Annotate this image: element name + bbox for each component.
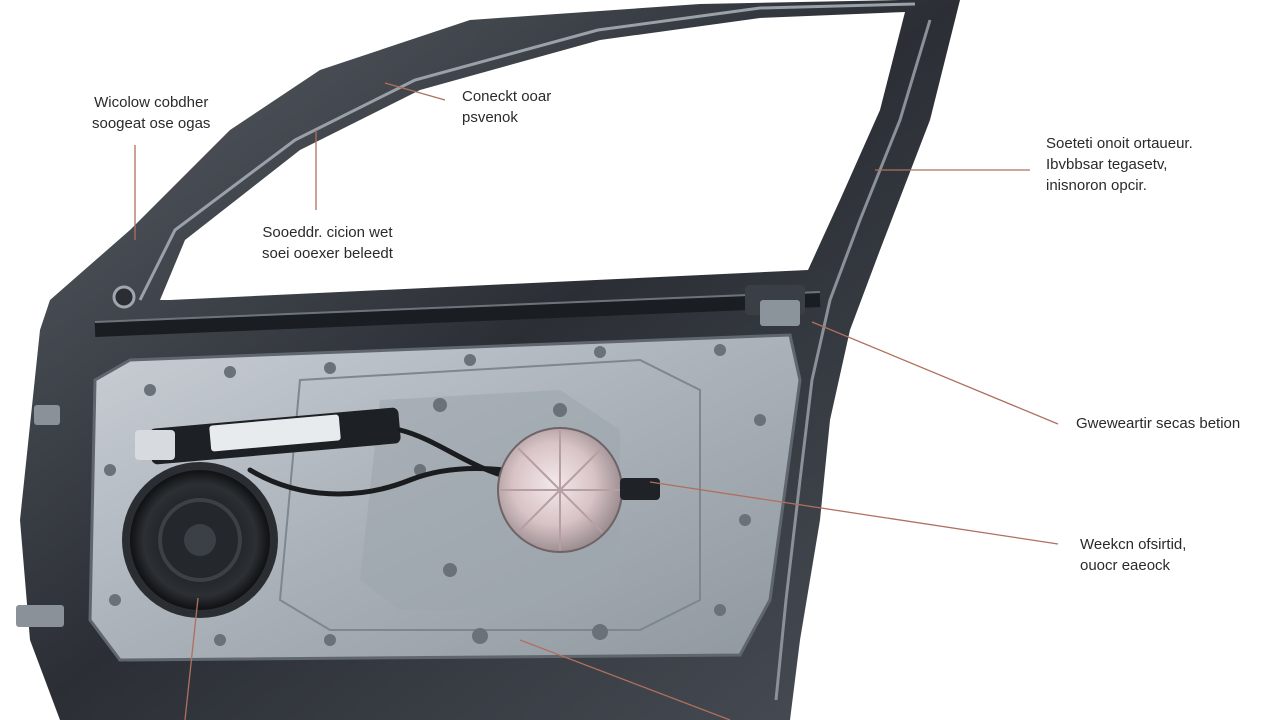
speaker bbox=[122, 462, 278, 618]
window-opening bbox=[160, 12, 905, 300]
callout-glass-channel: Coneckt ooar psvenok bbox=[462, 86, 551, 128]
callout-line: soei ooexer beleedt bbox=[262, 245, 393, 262]
callout-window-corner: Wicolow cobdher soogeat ose ogas bbox=[92, 92, 210, 134]
callout-line: Soeteti onoit ortaueur. bbox=[1046, 135, 1193, 152]
callout-line: ouocr eaeock bbox=[1080, 557, 1171, 574]
callout-door-latch: Gweweartir secas betion bbox=[1076, 413, 1240, 434]
callout-regulator: Weekcn ofsirtid, ouocr eaeock bbox=[1080, 534, 1186, 576]
window-motor bbox=[497, 427, 660, 553]
callout-line: Sooeddr. cicion wet bbox=[262, 224, 393, 241]
callout-line: soogeat ose ogas bbox=[92, 115, 211, 132]
leader-lines bbox=[134, 82, 1059, 720]
hinge-details bbox=[16, 285, 136, 627]
callout-glass-run: Sooeddr. cicion wet soei ooexer beleedt bbox=[262, 222, 393, 264]
callout-line: Gweweartir secas betion bbox=[1076, 415, 1241, 432]
callout-line: inisnoron opcir. bbox=[1046, 177, 1147, 194]
callout-frame-upper: Soeteti onoit ortaueur. Ibvbbsar tegaset… bbox=[1046, 133, 1193, 196]
callout-line: Coneckt ooar bbox=[462, 88, 552, 105]
callout-line: psvenok bbox=[462, 109, 518, 126]
callout-line: Ibvbbsar tegasetv, bbox=[1046, 156, 1168, 173]
callout-line: Wicolow cobdher bbox=[94, 94, 209, 111]
actuator bbox=[135, 407, 401, 465]
callout-line: Weekcn ofsirtid, bbox=[1080, 536, 1187, 553]
door-latch bbox=[745, 285, 805, 326]
